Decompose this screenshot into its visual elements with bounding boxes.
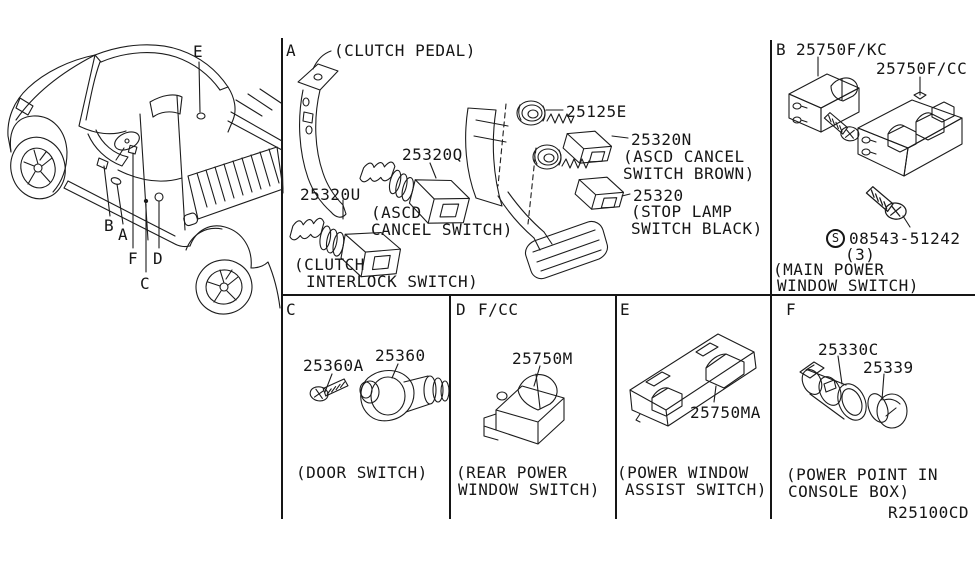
- door-switch-note: (DOOR SWITCH): [296, 463, 428, 482]
- section-b-label: B: [776, 40, 787, 59]
- section-d-label: D: [456, 300, 467, 319]
- vehicle-callout-f: F: [128, 249, 139, 268]
- vehicle-callout-d: D: [153, 249, 164, 268]
- screw-quantity: (3): [845, 245, 876, 264]
- part-number-25125e: 25125E: [566, 102, 627, 121]
- divider-vertical-de: [615, 294, 617, 519]
- vehicle-callout-e: E: [193, 42, 204, 61]
- section-c-label: C: [286, 300, 297, 319]
- stop-lamp-note-line2: SWITCH BLACK): [631, 219, 763, 238]
- ascd-brown-note-line1: (ASCD CANCEL: [623, 147, 745, 166]
- clutch-interlock-note-line2: INTERLOCK SWITCH): [306, 272, 479, 291]
- divider-vertical-cd: [449, 294, 451, 519]
- main-power-window-switch-kc-drawing: [788, 56, 862, 143]
- section-a-label: A: [286, 41, 297, 60]
- divider-horizontal: [281, 294, 975, 296]
- part-number-25330c: 25330C: [818, 340, 879, 359]
- ascd-brown-note-line2: SWITCH BROWN): [623, 164, 755, 183]
- divider-vertical-right: [770, 40, 772, 519]
- clutch-pedal-note: (CLUTCH PEDAL): [334, 41, 476, 60]
- ascd-cancel-note-line2: CANCEL SWITCH): [371, 220, 513, 239]
- part-number-25750f-kc: 25750F/KC: [796, 40, 888, 59]
- part-number-25750f-cc: 25750F/CC: [876, 59, 968, 78]
- section-f-label: F: [786, 300, 797, 319]
- power-window-assist-note-line1: (POWER WINDOW: [617, 463, 749, 482]
- main-power-window-switch-cc-drawing: [857, 76, 963, 228]
- power-window-assist-note-line2: ASSIST SWITCH): [625, 480, 767, 499]
- clutch-interlock-note-line1: (CLUTCH: [294, 255, 365, 274]
- power-point-note-line1: (POWER POINT IN: [786, 465, 938, 484]
- part-number-25750m: 25750M: [512, 349, 573, 368]
- part-number-08543-51242: 08543-51242: [849, 229, 961, 248]
- power-point-note-line2: CONSOLE BOX): [788, 482, 910, 501]
- screw-symbol-icon: S: [826, 229, 845, 248]
- section-d-variant: F/CC: [478, 300, 519, 319]
- vehicle-callout-c: C: [140, 274, 151, 293]
- vehicle-callout-a: A: [118, 225, 129, 244]
- stop-lamp-note-line1: (STOP LAMP: [631, 202, 733, 221]
- section-e-label: E: [620, 300, 631, 319]
- part-number-25750ma: 25750MA: [690, 403, 761, 422]
- divider-vertical-left: [281, 38, 283, 519]
- diagram-reference-code: R25100CD: [888, 503, 970, 522]
- rear-power-window-note-line1: (REAR POWER: [456, 463, 568, 482]
- part-number-25320n: 25320N: [631, 130, 692, 149]
- part-number-25339: 25339: [863, 358, 914, 377]
- rear-power-window-note-line2: WINDOW SWITCH): [458, 480, 600, 499]
- part-number-25320: 25320: [633, 186, 684, 205]
- main-power-window-note-line1: (MAIN POWER: [773, 260, 885, 279]
- part-number-25360a: 25360A: [303, 356, 364, 375]
- vehicle-callout-b: B: [104, 216, 115, 235]
- part-number-25320u: 25320U: [300, 185, 361, 204]
- main-power-window-note-line2: WINDOW SWITCH): [777, 276, 919, 295]
- ascd-cancel-note-line1: (ASCD: [371, 203, 422, 222]
- pedal-assembly-drawing: [465, 100, 631, 280]
- rear-power-window-switch-drawing: [483, 365, 565, 445]
- truck-callout-leaders: [96, 61, 206, 273]
- part-number-25320q: 25320Q: [402, 145, 463, 164]
- part-number-25360: 25360: [375, 346, 426, 365]
